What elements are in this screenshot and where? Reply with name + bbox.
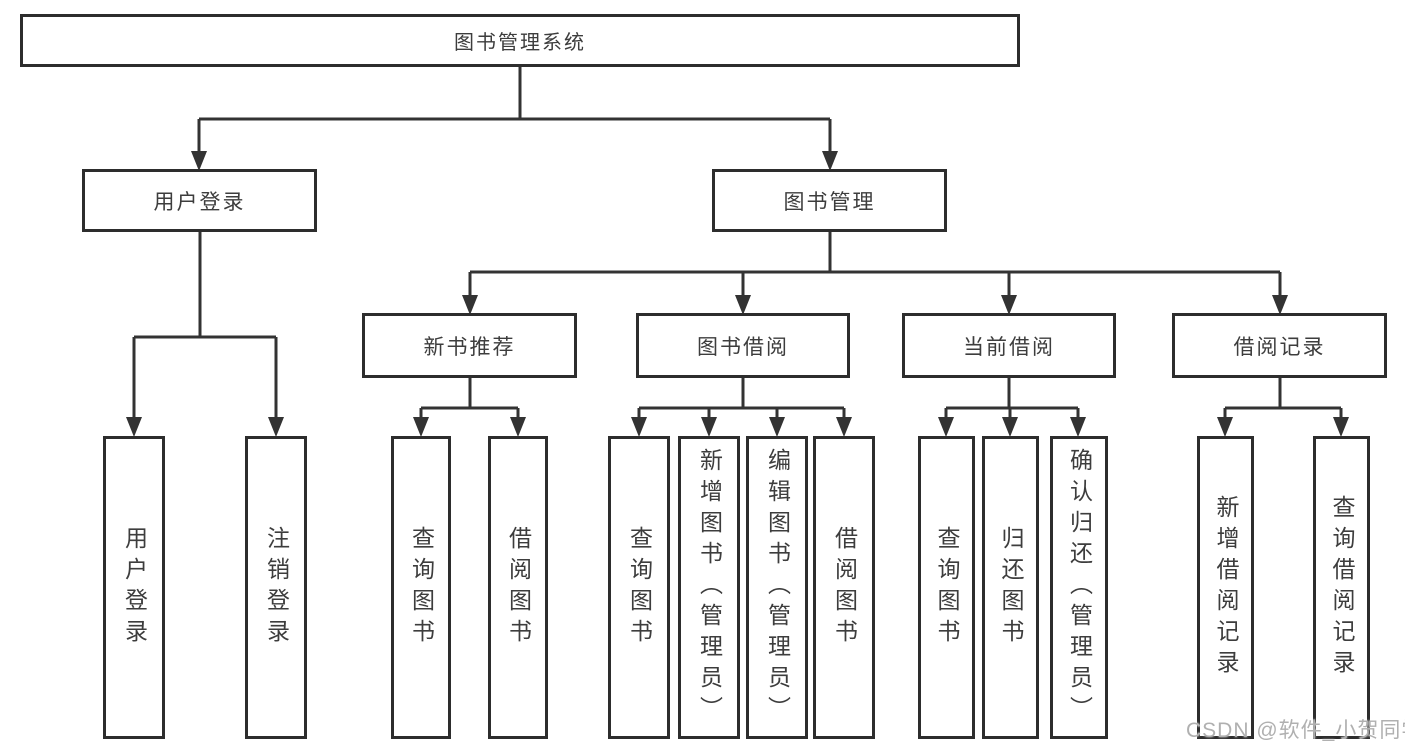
leaf-add-borrowing-record: 新增借阅记录: [1197, 436, 1254, 739]
node-borrowing-records: 借阅记录: [1172, 313, 1387, 378]
leaf-query-books-borrowing: 查询图书: [608, 436, 670, 739]
leaf-query-books-newbooks: 查询图书: [391, 436, 451, 739]
leaf-return-books: 归还图书: [982, 436, 1039, 739]
node-user-login: 用户登录: [82, 169, 317, 232]
leaf-confirm-return-admin: 确认归还（管理员）: [1050, 436, 1108, 739]
leaf-borrow-books-newbooks: 借阅图书: [488, 436, 548, 739]
leaf-add-book-admin: 新增图书（管理员）: [678, 436, 740, 739]
leaf-query-books-current: 查询图书: [918, 436, 975, 739]
node-book-management: 图书管理: [712, 169, 947, 232]
node-book-borrowing: 图书借阅: [636, 313, 850, 378]
leaf-user-login: 用户登录: [103, 436, 165, 739]
node-new-book-recommendation: 新书推荐: [362, 313, 577, 378]
watermark: CSDN @软件_小贺同学: [1186, 719, 1405, 742]
node-library-management-system: 图书管理系统: [20, 14, 1020, 67]
node-current-borrowing: 当前借阅: [902, 313, 1116, 378]
leaf-edit-book-admin: 编辑图书（管理员）: [746, 436, 808, 739]
leaf-borrow-books-borrowing: 借阅图书: [813, 436, 875, 739]
leaf-query-borrowing-record: 查询借阅记录: [1313, 436, 1370, 739]
leaf-logout: 注销登录: [245, 436, 307, 739]
